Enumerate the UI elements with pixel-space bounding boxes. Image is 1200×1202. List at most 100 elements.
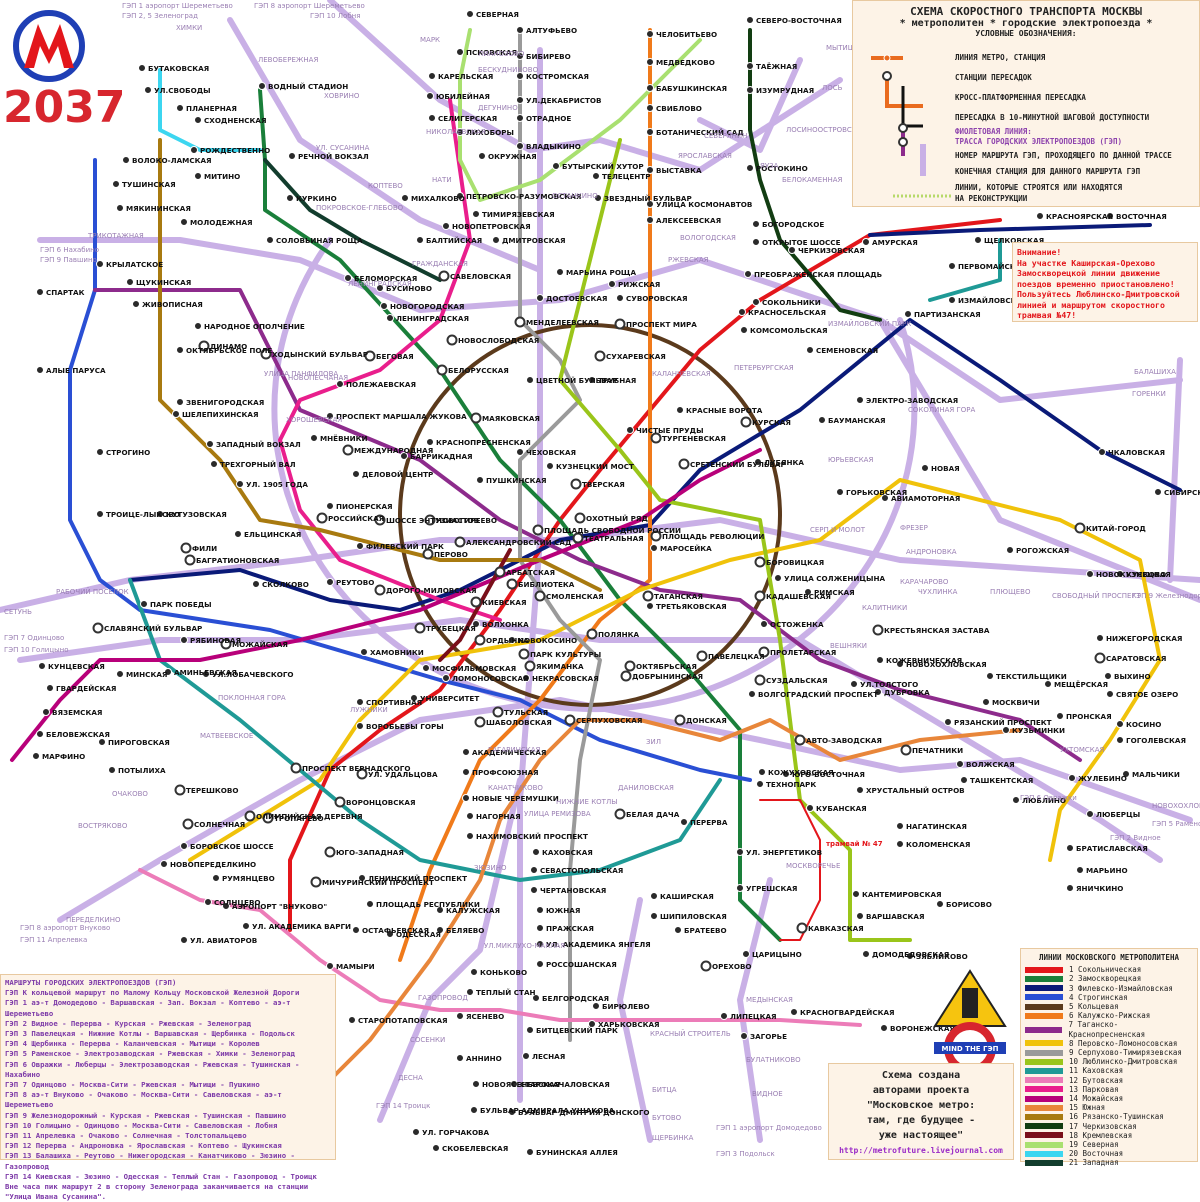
station-label[interactable]: БАБУШКИНСКАЯ — [656, 84, 727, 93]
station-label[interactable]: КОЖЕВНИЧЕСКАЯ — [886, 656, 962, 665]
station-marker[interactable] — [944, 718, 952, 726]
station-label[interactable]: ЖУЛЕБИНО — [1078, 774, 1127, 783]
station-marker[interactable] — [862, 950, 870, 958]
station-label[interactable]: БОТАНИЧЕСКИЙ САД — [656, 128, 744, 137]
station-marker[interactable] — [650, 892, 658, 900]
station-label[interactable]: ПРАЖСКАЯ — [546, 924, 594, 933]
station-marker[interactable] — [160, 860, 168, 868]
station-label[interactable]: СРЕТЕНСКИЙ БУЛЬВАР — [690, 460, 786, 469]
station-marker[interactable] — [478, 152, 486, 160]
station-marker[interactable] — [806, 804, 814, 812]
station-marker[interactable] — [252, 580, 260, 588]
station-marker[interactable] — [432, 1144, 440, 1152]
station-label[interactable]: СОЛОВЬИНАЯ РОЩА — [276, 236, 363, 245]
station-label[interactable]: СТАРОПОТАПОВСКАЯ — [358, 1016, 448, 1025]
station-marker[interactable] — [472, 620, 480, 628]
station-marker[interactable] — [426, 438, 434, 446]
station-marker[interactable] — [572, 532, 584, 544]
station-label[interactable]: КОНЬКОВО — [480, 968, 527, 977]
station-label[interactable]: ЗАПАДНЫЙ ВОКЗАЛ — [216, 440, 301, 449]
station-label[interactable]: КУСКОВО — [1126, 570, 1166, 579]
station-marker[interactable] — [436, 364, 448, 376]
station-label[interactable]: НОВОПЕРЕДЕЛКИНО — [170, 860, 256, 869]
station-marker[interactable] — [680, 818, 688, 826]
station-label[interactable]: ГВАРДЕЙСКАЯ — [56, 684, 116, 693]
station-label[interactable]: ХОДЫНСКИЙ БУЛЬВАР — [272, 350, 368, 359]
station-marker[interactable] — [646, 128, 654, 136]
station-label[interactable]: РОСТОКИНО — [756, 164, 808, 173]
station-label[interactable]: МНЁВНИКИ — [320, 434, 367, 443]
station-marker[interactable] — [356, 722, 364, 730]
station-label[interactable]: ПОЛЯНКА — [598, 630, 640, 639]
station-marker[interactable] — [1154, 488, 1162, 496]
station-label[interactable]: БОГОРОДСКОЕ — [762, 220, 824, 229]
station-label[interactable]: МАРФИНО — [42, 752, 85, 761]
station-marker[interactable] — [438, 270, 450, 282]
station-marker[interactable] — [646, 30, 654, 38]
station-label[interactable]: ФИЛИ — [192, 544, 217, 553]
station-label[interactable]: АННИНО — [466, 1054, 502, 1063]
station-marker[interactable] — [904, 310, 912, 318]
station-marker[interactable] — [532, 524, 544, 536]
station-marker[interactable] — [470, 596, 482, 608]
station-marker[interactable] — [526, 376, 534, 384]
station-label[interactable]: ТУЛЬСКАЯ — [504, 708, 548, 717]
station-label[interactable]: КРЫЛАТСКОЕ — [106, 260, 163, 269]
station-label[interactable]: БАРРИКАДНАЯ — [410, 452, 473, 461]
station-label[interactable]: СУЗДАЛЬСКАЯ — [766, 676, 828, 685]
station-label[interactable]: СХОДНЕНСКАЯ — [204, 116, 267, 125]
station-label[interactable]: ДОСТОЕВСКАЯ — [546, 294, 607, 303]
station-marker[interactable] — [112, 180, 120, 188]
station-label[interactable]: ЧИСТЫЕ ПРУДЫ — [636, 426, 704, 435]
station-marker[interactable] — [936, 900, 944, 908]
station-label[interactable]: БУТАКОВСКАЯ — [148, 64, 209, 73]
station-marker[interactable] — [646, 84, 654, 92]
station-marker[interactable] — [98, 738, 106, 746]
station-label[interactable]: АВТО-ЗАВОДСКАЯ — [806, 736, 882, 745]
station-marker[interactable] — [456, 1054, 464, 1062]
station-label[interactable]: ТРУБНАЯ — [598, 376, 636, 385]
station-label[interactable]: КРАСНОПРЕСНЕНСКАЯ — [436, 438, 531, 447]
station-marker[interactable] — [462, 794, 470, 802]
station-marker[interactable] — [508, 636, 516, 644]
station-label[interactable]: СПОРТИВНАЯ — [366, 698, 422, 707]
station-marker[interactable] — [650, 544, 658, 552]
station-marker[interactable] — [752, 298, 760, 306]
station-label[interactable]: ТАЁЖНАЯ — [756, 62, 797, 71]
station-label[interactable]: КУБАНСКАЯ — [816, 804, 867, 813]
station-marker[interactable] — [516, 26, 524, 34]
station-label[interactable]: УЛИЦА СОЛЖЕНИЦЫНА — [784, 574, 885, 583]
station-marker[interactable] — [536, 960, 544, 968]
station-marker[interactable] — [470, 412, 482, 424]
station-marker[interactable] — [184, 554, 196, 566]
station-marker[interactable] — [594, 194, 602, 202]
station-marker[interactable] — [650, 530, 662, 542]
station-marker[interactable] — [466, 10, 474, 18]
station-label[interactable]: УЛ. АВИАТОРОВ — [190, 936, 257, 945]
station-marker[interactable] — [336, 380, 344, 388]
station-marker[interactable] — [352, 470, 360, 478]
station-label[interactable]: МЕДВЕДКОВО — [656, 58, 715, 67]
station-label[interactable]: БУНИНСКАЯ АЛЛЕЯ — [536, 1148, 618, 1157]
station-marker[interactable] — [180, 218, 188, 226]
station-label[interactable]: СЕВЕРО-ВОСТОЧНАЯ — [756, 16, 842, 25]
station-label[interactable]: УЛИЦА КОСМОНАВТОВ — [656, 200, 752, 209]
station-label[interactable]: АКАДЕМИЧЕСКАЯ — [472, 748, 546, 757]
station-label[interactable]: БАЛТИЙСКАЯ — [426, 236, 482, 245]
station-label[interactable]: МАЯКОВСКАЯ — [482, 414, 540, 423]
station-marker[interactable] — [881, 494, 889, 502]
station-marker[interactable] — [32, 752, 40, 760]
station-marker[interactable] — [182, 818, 194, 830]
station-marker[interactable] — [46, 684, 54, 692]
station-label[interactable]: КУТУЗОВСКАЯ — [166, 510, 227, 519]
station-label[interactable]: КРАСНЫЕ ВОРОТА — [686, 406, 763, 415]
station-label[interactable]: НОВОХОХЛОВСКАЯ — [906, 660, 987, 669]
station-label[interactable]: ЧЕРТАНОВСКАЯ — [540, 886, 606, 895]
station-marker[interactable] — [536, 924, 544, 932]
station-label[interactable]: КИЕВСКАЯ — [482, 598, 527, 607]
station-label[interactable]: ТРУБЕЦКАЯ — [426, 624, 476, 633]
station-marker[interactable] — [856, 396, 864, 404]
station-label[interactable]: ЛЕНИНГРАДСКАЯ — [396, 314, 469, 323]
station-label[interactable]: БРАТЕЕВО — [684, 926, 727, 935]
station-marker[interactable] — [356, 768, 368, 780]
